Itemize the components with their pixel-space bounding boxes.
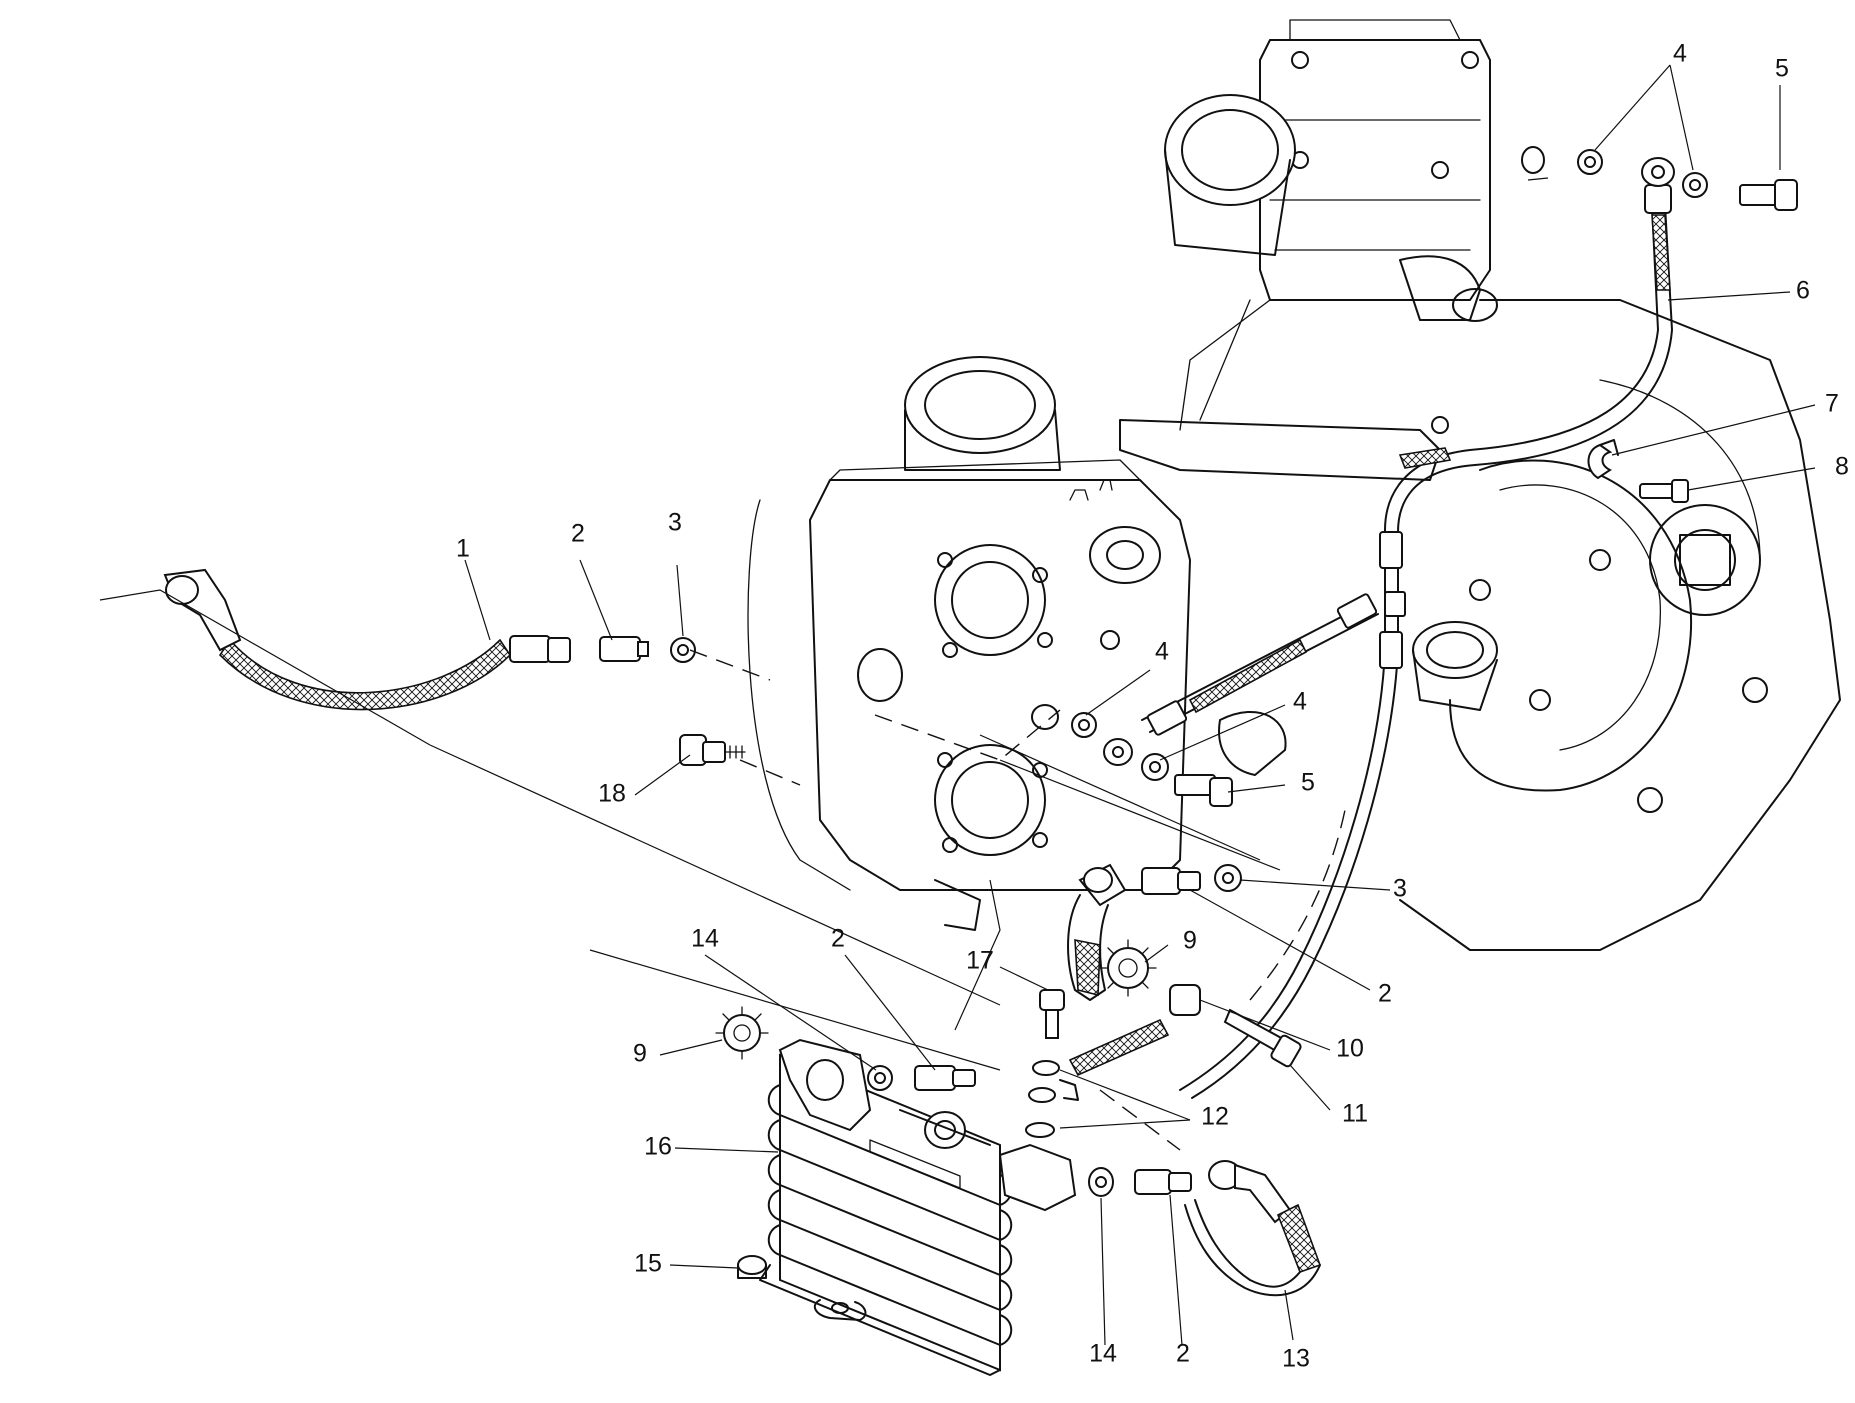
callout-13: 13 [1282,1345,1310,1373]
callout-3: 3 [1393,875,1407,903]
engine-center-frame [1119,299,1449,776]
callout-6: 6 [1796,277,1810,305]
callout-5: 5 [1301,769,1315,797]
callout-12: 12 [1201,1103,1229,1131]
callout-10: 10 [1336,1035,1364,1063]
callout-11: 11 [1342,1100,1368,1128]
callout-14: 14 [1089,1340,1117,1368]
oil-hose-part-13 [1184,1160,1322,1297]
lower-hose-fittings [1025,863,1302,1138]
clamp-and-screw [1587,439,1689,503]
callout-5: 5 [1775,55,1789,83]
callout-8: 8 [1835,453,1849,481]
callout-18: 18 [598,780,626,808]
callout-7: 7 [1825,390,1839,418]
callout-labels: 1 2 3 4 5 6 7 8 4 4 5 18 3 9 2 10 11 12 … [456,40,1849,1373]
callout-4: 4 [1293,688,1307,716]
callout-2: 2 [1378,980,1392,1008]
callout-2: 2 [571,520,585,548]
callout-1: 1 [456,535,470,563]
callout-9: 9 [633,1040,647,1068]
banjo-bolt-upper [1521,146,1798,211]
engine-front-cylinder [747,356,1191,931]
leader-lines [464,64,1816,1346]
callout-17: 17 [966,947,994,975]
callout-4: 4 [1673,40,1687,68]
bolt-part-18 [679,734,746,766]
engine-rear-cylinder [1164,19,1841,951]
callout-15: 15 [634,1250,662,1278]
banjo-bolt-front [1031,704,1233,807]
callout-4: 4 [1155,638,1169,666]
callout-9: 9 [1183,927,1197,955]
callout-3: 3 [668,509,682,537]
callout-16: 16 [644,1133,672,1161]
assembly-lines [99,589,1281,1151]
callout-2: 2 [831,925,845,953]
oil-hose-part-1 [163,568,696,711]
oil-cooler-part-16 [715,1006,1192,1376]
oil-line-part-6 [1103,157,1675,1099]
callout-14: 14 [691,925,719,953]
callout-2: 2 [1176,1340,1190,1368]
